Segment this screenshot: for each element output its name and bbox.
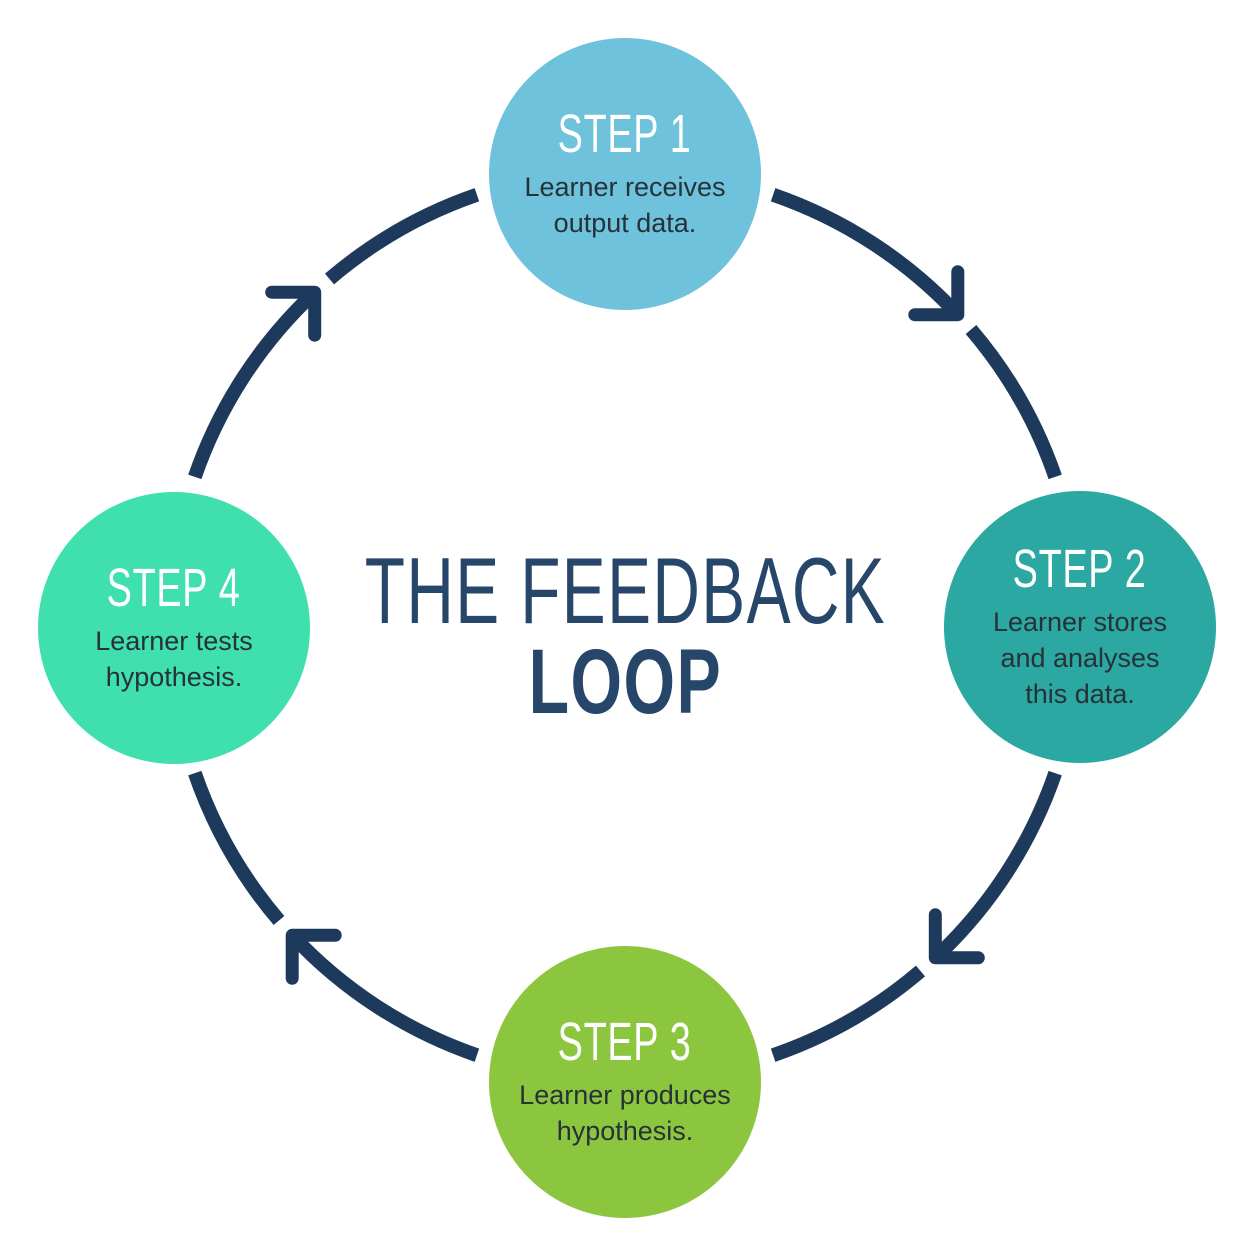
step-1-circle: STEP 1 Learner receives output data. xyxy=(489,38,761,310)
loop-arc-segment xyxy=(188,770,285,926)
step-4-label: STEP 4 xyxy=(107,557,241,618)
step-2-label: STEP 2 xyxy=(1013,538,1147,599)
step-4-description: Learner tests hypothesis. xyxy=(95,626,253,693)
arrowhead-bottom-left-icon xyxy=(285,928,342,985)
diagram-title: THE FEEDBACK LOOP xyxy=(0,538,1250,733)
loop-arc-segment xyxy=(324,188,480,285)
loop-arc-segment xyxy=(770,965,926,1062)
loop-arc-segment xyxy=(930,770,1062,963)
step-1-description: Learner receives output data. xyxy=(524,172,726,239)
step-3-label: STEP 3 xyxy=(558,1011,692,1072)
step-3-circle: STEP 3 Learner produces hypothesis. xyxy=(489,946,761,1218)
step-2-description: Learner stores and analyses this data. xyxy=(992,607,1168,710)
step-4-circle: STEP 4 Learner tests hypothesis. xyxy=(38,492,310,764)
loop-arc-segment xyxy=(188,287,320,480)
arrowhead-bottom-right-icon xyxy=(928,908,985,965)
loop-arc-segment xyxy=(287,930,480,1062)
arrowhead-top-right-icon xyxy=(908,265,965,322)
loop-arc-segment xyxy=(770,188,963,320)
step-1-label: STEP 1 xyxy=(558,103,692,164)
step-3-description: Learner produces hypothesis. xyxy=(519,1080,731,1147)
title-line-1: THE FEEDBACK xyxy=(364,538,886,643)
loop-arc-segment xyxy=(965,324,1062,480)
step-2-circle: STEP 2 Learner stores and analyses this … xyxy=(944,491,1216,763)
arrowhead-top-left-icon xyxy=(265,285,322,342)
title-line-2: LOOP xyxy=(528,631,722,733)
